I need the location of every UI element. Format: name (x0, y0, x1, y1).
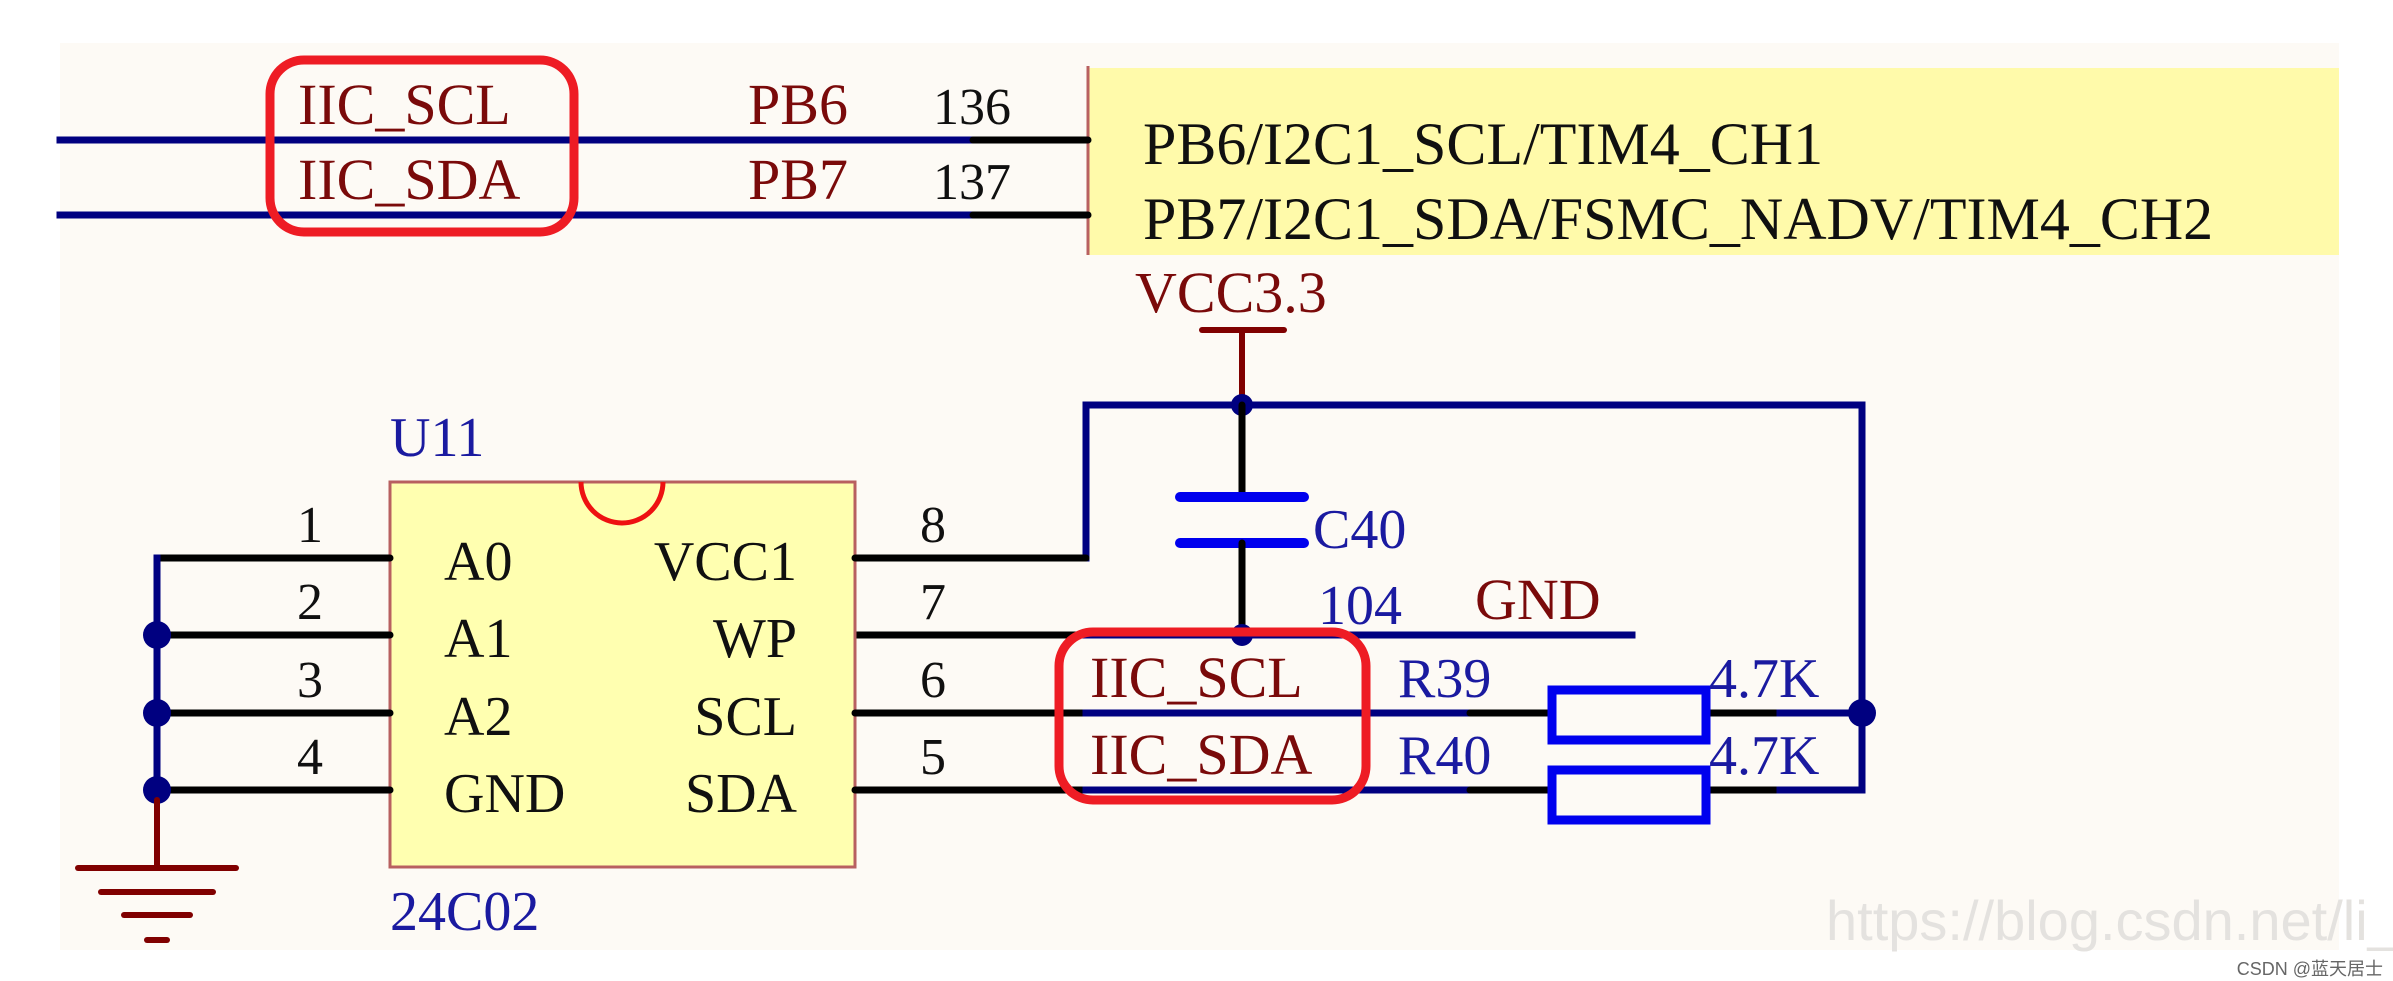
net-label-scl-bottom: IIC_SCL (1090, 645, 1303, 710)
pin-name-gnd: GND (444, 763, 565, 825)
c40-designator: C40 (1313, 499, 1406, 561)
u11-chip-body (388, 480, 857, 869)
csdn-credit: CSDN @蓝天居士 (2237, 959, 2383, 979)
pin-number-137: 137 (933, 154, 1011, 211)
pin-name-sda: SDA (685, 763, 798, 825)
junction-dot-gnd (143, 776, 171, 804)
vcc-net-wire (1082, 401, 1866, 794)
vcc-power-port: VCC3.3 (1135, 260, 1327, 408)
net-label-sda-top: IIC_SDA (298, 147, 520, 212)
pin-name-wp: WP (713, 608, 797, 670)
pin-number-7: 7 (920, 574, 946, 631)
pin-name-scl: SCL (694, 686, 797, 748)
vcc-label: VCC3.3 (1135, 260, 1327, 325)
junction-dot-a2 (143, 699, 171, 727)
pin-name-a2: A2 (444, 686, 512, 748)
pin-name-a1: A1 (444, 608, 512, 670)
highlight-box-top (265, 55, 579, 237)
gnd-net-label: GND (1475, 567, 1601, 632)
pin-name-vcc1: VCC1 (654, 531, 797, 593)
pin-number-136: 136 (933, 79, 1011, 136)
pin-number-5: 5 (920, 729, 946, 786)
watermark-text: https://blog.csdn.net/li_little7 (1826, 889, 2393, 952)
pin-name-pb7: PB7 (748, 147, 848, 212)
r39-body (1547, 685, 1711, 745)
r40-designator: R40 (1398, 725, 1491, 787)
pin-number-6: 6 (920, 652, 946, 709)
chip-notch (578, 481, 666, 526)
junction-dot-a1 (143, 621, 171, 649)
net-label-sda-bottom: IIC_SDA (1090, 722, 1312, 787)
pin-number-8: 8 (920, 497, 946, 554)
pin-number-2: 2 (297, 574, 323, 631)
r40-body (1547, 765, 1711, 825)
u11-designator: U11 (390, 407, 484, 469)
resistor-r40: R40 4.7K (1398, 725, 1819, 825)
mcu-pin-function-pb7: PB7/I2C1_SDA/FSMC_NADV/TIM4_CH2 (1143, 186, 2213, 252)
mcu-pin-function-pb6: PB6/I2C1_SCL/TIM4_CH1 (1143, 111, 1823, 177)
r40-value: 4.7K (1709, 725, 1819, 787)
pin-number-1: 1 (297, 497, 323, 554)
mcu-section: IIC_SCL IIC_SDA PB6 PB7 136 137 PB6/I2C1… (56, 55, 2339, 255)
r39-value: 4.7K (1709, 648, 1819, 710)
junction-dot-pullup (1848, 699, 1876, 727)
mcu-chip-body (1088, 68, 2339, 255)
pin-name-pb6: PB6 (748, 72, 848, 137)
pin-number-4: 4 (297, 729, 323, 786)
ground-symbol (75, 797, 239, 943)
net-label-scl-top: IIC_SCL (298, 72, 511, 137)
r39-designator: R39 (1398, 648, 1491, 710)
pin-name-a0: A0 (444, 531, 512, 593)
pin-number-3: 3 (297, 652, 323, 709)
c40-value: 104 (1318, 575, 1402, 637)
resistor-r39: R39 4.7K (1398, 648, 1819, 745)
eeprom-u11: U11 24C02 1 2 3 4 A0 A1 A2 GND VCC1 WP S… (153, 407, 1090, 943)
u11-part-number: 24C02 (390, 881, 539, 943)
capacitor-c40: C40 104 (1175, 401, 1406, 639)
highlight-box-bottom (1054, 627, 1371, 805)
